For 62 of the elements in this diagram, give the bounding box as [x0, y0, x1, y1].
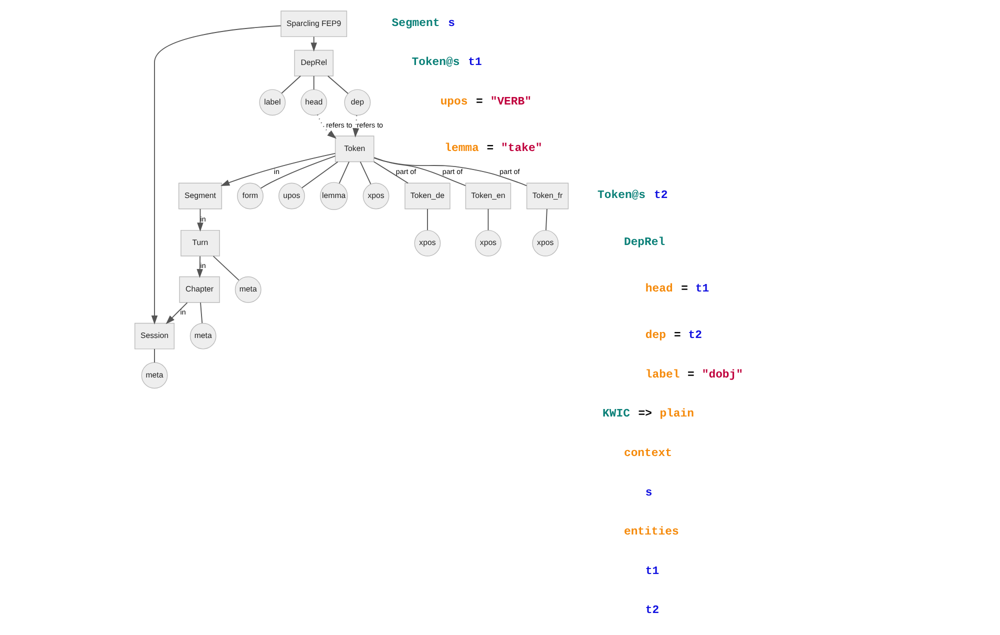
connector	[374, 157, 527, 186]
arrow	[317, 114, 336, 139]
connector	[427, 208, 428, 231]
connector	[260, 156, 336, 189]
node-box: Token	[334, 136, 374, 162]
node-circle: head	[300, 89, 328, 116]
label: head = t1	[645, 282, 710, 296]
connector	[281, 76, 301, 94]
label: Segment s	[392, 16, 456, 30]
connector	[212, 256, 240, 281]
node-circle: label	[259, 89, 286, 116]
node-circle: meta	[234, 276, 262, 303]
node-circle: meta	[141, 362, 168, 389]
node-circle: xpos	[414, 230, 441, 256]
node-box: Token_fr	[526, 182, 569, 210]
arrow	[166, 302, 188, 324]
node-circle: xpos	[475, 230, 502, 256]
connector	[301, 161, 338, 188]
node-box: Turn	[180, 230, 220, 256]
label: upos = "VERB"	[440, 95, 532, 108]
label: entities	[624, 526, 679, 539]
node-box: Session	[134, 322, 175, 350]
connector	[373, 161, 408, 184]
connector	[360, 161, 372, 184]
label: dep = t2	[645, 329, 702, 342]
label: s	[645, 486, 652, 500]
connector	[154, 348, 155, 363]
arrow	[151, 25, 282, 325]
node-box: Token_de	[404, 182, 450, 210]
connector	[200, 302, 203, 324]
label: KWIC => plain	[602, 408, 694, 421]
node-box: Sparcling FEP9	[280, 10, 348, 38]
node-circle: meta	[190, 322, 216, 350]
connector	[327, 76, 348, 94]
node-box: Token_en	[465, 182, 512, 210]
node-circle: xpos	[362, 182, 390, 210]
node-box: Chapter	[179, 276, 220, 303]
label: Token@s t1	[412, 56, 482, 70]
connector	[338, 161, 350, 184]
label: context	[624, 446, 672, 460]
node-circle: dep	[344, 89, 371, 116]
label: DepRel	[624, 236, 666, 250]
label: lemma = "take"	[444, 142, 542, 155]
node-circle: upos	[278, 182, 305, 210]
arrow	[220, 153, 336, 186]
label: label = "dobj"	[645, 368, 744, 382]
node-box: Segment	[178, 182, 222, 210]
connector	[313, 76, 314, 90]
arrow	[196, 256, 203, 278]
node-box: DepRel	[294, 50, 334, 76]
connector	[546, 208, 548, 231]
arrow	[310, 36, 318, 52]
label: Token@s t2	[598, 189, 668, 202]
label: t2	[645, 604, 660, 618]
label: t1	[645, 564, 660, 578]
arrow	[352, 115, 360, 138]
connector	[488, 208, 489, 231]
node-circle: form	[237, 182, 264, 210]
connector	[374, 157, 466, 186]
node-circle: xpos	[532, 230, 559, 256]
node-circle: lemma	[320, 182, 348, 210]
arrow	[197, 208, 204, 232]
